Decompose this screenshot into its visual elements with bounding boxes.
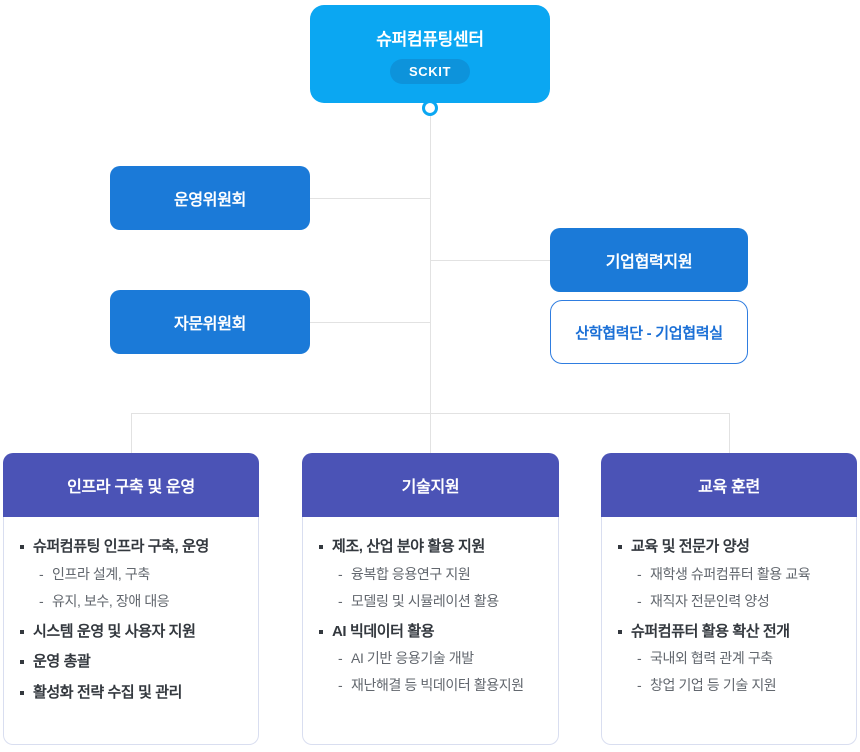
department-item-text: 활성화 전략 수집 및 관리: [18, 683, 244, 703]
department-item-text: 슈퍼컴퓨터 활용 확산 전개: [616, 622, 842, 642]
department-item: 시스템 운영 및 사용자 지원: [18, 622, 244, 642]
root-badge-sckit: SCKIT: [390, 58, 470, 84]
department-item: AI 빅데이터 활용 AI 기반 응용기술 개발재난해결 등 빅데이터 활용지원: [317, 622, 544, 696]
department-item: 운영 총괄: [18, 652, 244, 672]
node-operating-committee: 운영위원회: [110, 166, 310, 230]
department-item: 교육 및 전문가 양성재학생 슈퍼컴퓨터 활용 교육재직자 전문인력 양성: [616, 537, 842, 611]
connector-line-root-vertical: [430, 114, 431, 413]
department-infra-column: 인프라 구축 및 운영 슈퍼컴퓨팅 인프라 구축, 운영인프라 설계, 구축유지…: [3, 453, 259, 745]
department-title-tech-support: 기술지원: [302, 453, 559, 517]
node-industry-academic-cooperation-office: 산학협력단 - 기업협력실: [550, 300, 748, 364]
connector-line-stub-right: [729, 413, 730, 453]
department-title-infra: 인프라 구축 및 운영: [3, 453, 259, 517]
department-education-column: 교육 훈련 교육 및 전문가 양성재학생 슈퍼컴퓨터 활용 교육재직자 전문인력…: [601, 453, 857, 745]
department-item-text: 슈퍼컴퓨팅 인프라 구축, 운영: [18, 537, 244, 557]
department-body-education: 교육 및 전문가 양성재학생 슈퍼컴퓨터 활용 교육재직자 전문인력 양성슈퍼컴…: [601, 517, 857, 745]
department-item-subtext: 융복합 응용연구 지원: [317, 565, 544, 584]
node-corporate-cooperation-support: 기업협력지원: [550, 228, 748, 292]
connector-line-advisory-committee: [310, 322, 430, 323]
department-item-text: AI 빅데이터 활용: [317, 622, 544, 642]
department-title-education: 교육 훈련: [601, 453, 857, 517]
department-item-subtext: 인프라 설계, 구축: [18, 565, 244, 584]
connector-line-corporate-cooperation: [431, 260, 550, 261]
department-item: 슈퍼컴퓨팅 인프라 구축, 운영인프라 설계, 구축유지, 보수, 장애 대응: [18, 537, 244, 611]
department-body-infra: 슈퍼컴퓨팅 인프라 구축, 운영인프라 설계, 구축유지, 보수, 장애 대응시…: [3, 517, 259, 745]
department-tech-support-column: 기술지원 제조, 산업 분야 활용 지원융복합 응용연구 지원모델링 및 시뮬레…: [302, 453, 559, 745]
department-item-subtext: AI 기반 응용기술 개발: [317, 649, 544, 668]
connector-dot: [422, 100, 438, 116]
department-item-subtext: 국내외 협력 관계 구축: [616, 649, 842, 668]
department-item-text: 시스템 운영 및 사용자 지원: [18, 622, 244, 642]
department-item: 슈퍼컴퓨터 활용 확산 전개국내외 협력 관계 구축창업 기업 등 기술 지원: [616, 622, 842, 696]
department-item: 활성화 전략 수집 및 관리: [18, 683, 244, 703]
department-item-text: 교육 및 전문가 양성: [616, 537, 842, 557]
connector-line-stub-left: [131, 413, 132, 453]
department-item-text: 제조, 산업 분야 활용 지원: [317, 537, 544, 557]
department-item-subtext: 유지, 보수, 장애 대응: [18, 592, 244, 611]
connector-line-operating-committee: [310, 198, 430, 199]
department-item-text: 운영 총괄: [18, 652, 244, 672]
department-body-tech-support: 제조, 산업 분야 활용 지원융복합 응용연구 지원모델링 및 시뮬레이션 활용…: [302, 517, 559, 745]
node-advisory-committee: 자문위원회: [110, 290, 310, 354]
root-node-supercomputing-center: 슈퍼컴퓨팅센터 SCKIT: [310, 5, 550, 103]
department-item-subtext: 재직자 전문인력 양성: [616, 592, 842, 611]
department-item: 제조, 산업 분야 활용 지원융복합 응용연구 지원모델링 및 시뮬레이션 활용: [317, 537, 544, 611]
department-item-subtext: 재학생 슈퍼컴퓨터 활용 교육: [616, 565, 842, 584]
connector-line-stub-middle: [430, 413, 431, 453]
department-item-subtext: 창업 기업 등 기술 지원: [616, 676, 842, 695]
root-title: 슈퍼컴퓨팅센터: [376, 29, 484, 49]
department-item-subtext: 재난해결 등 빅데이터 활용지원: [317, 676, 544, 695]
department-item-subtext: 모델링 및 시뮬레이션 활용: [317, 592, 544, 611]
